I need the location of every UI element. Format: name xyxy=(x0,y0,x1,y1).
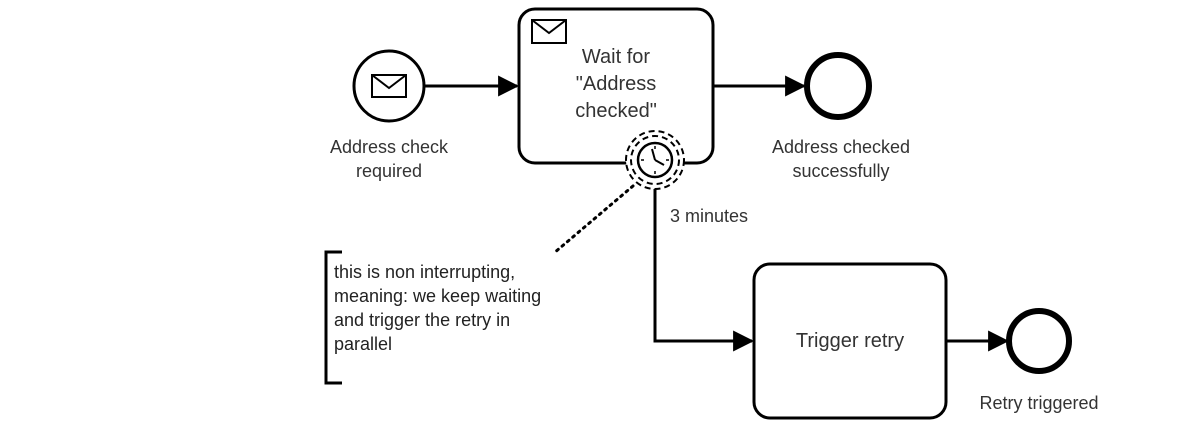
start-event-label: Address check required xyxy=(329,137,449,181)
end-event-success-label: Address checked successfully xyxy=(771,137,911,181)
retry-task-label: Trigger retry xyxy=(795,330,905,352)
envelope-icon xyxy=(531,19,567,44)
timer-boundary-event[interactable] xyxy=(625,130,685,190)
timer-label: 3 minutes xyxy=(670,206,749,226)
retry-task[interactable] xyxy=(752,262,948,420)
annotation-bracket xyxy=(324,250,342,385)
end-event-retry[interactable] xyxy=(1006,308,1072,374)
flow-timer-to-retry xyxy=(653,188,755,352)
annotation-association xyxy=(552,184,635,255)
wait-task-label: Wait for "Address checked" xyxy=(575,46,657,122)
end-event-success[interactable] xyxy=(804,52,872,120)
clock-icon xyxy=(636,141,674,179)
start-event[interactable] xyxy=(352,49,426,123)
wait-task[interactable] xyxy=(517,7,715,165)
end-event-retry-label: Retry triggered xyxy=(979,393,1099,413)
envelope-icon xyxy=(371,74,407,98)
annotation-text: this is non interrupting, meaning: we ke… xyxy=(334,262,542,354)
